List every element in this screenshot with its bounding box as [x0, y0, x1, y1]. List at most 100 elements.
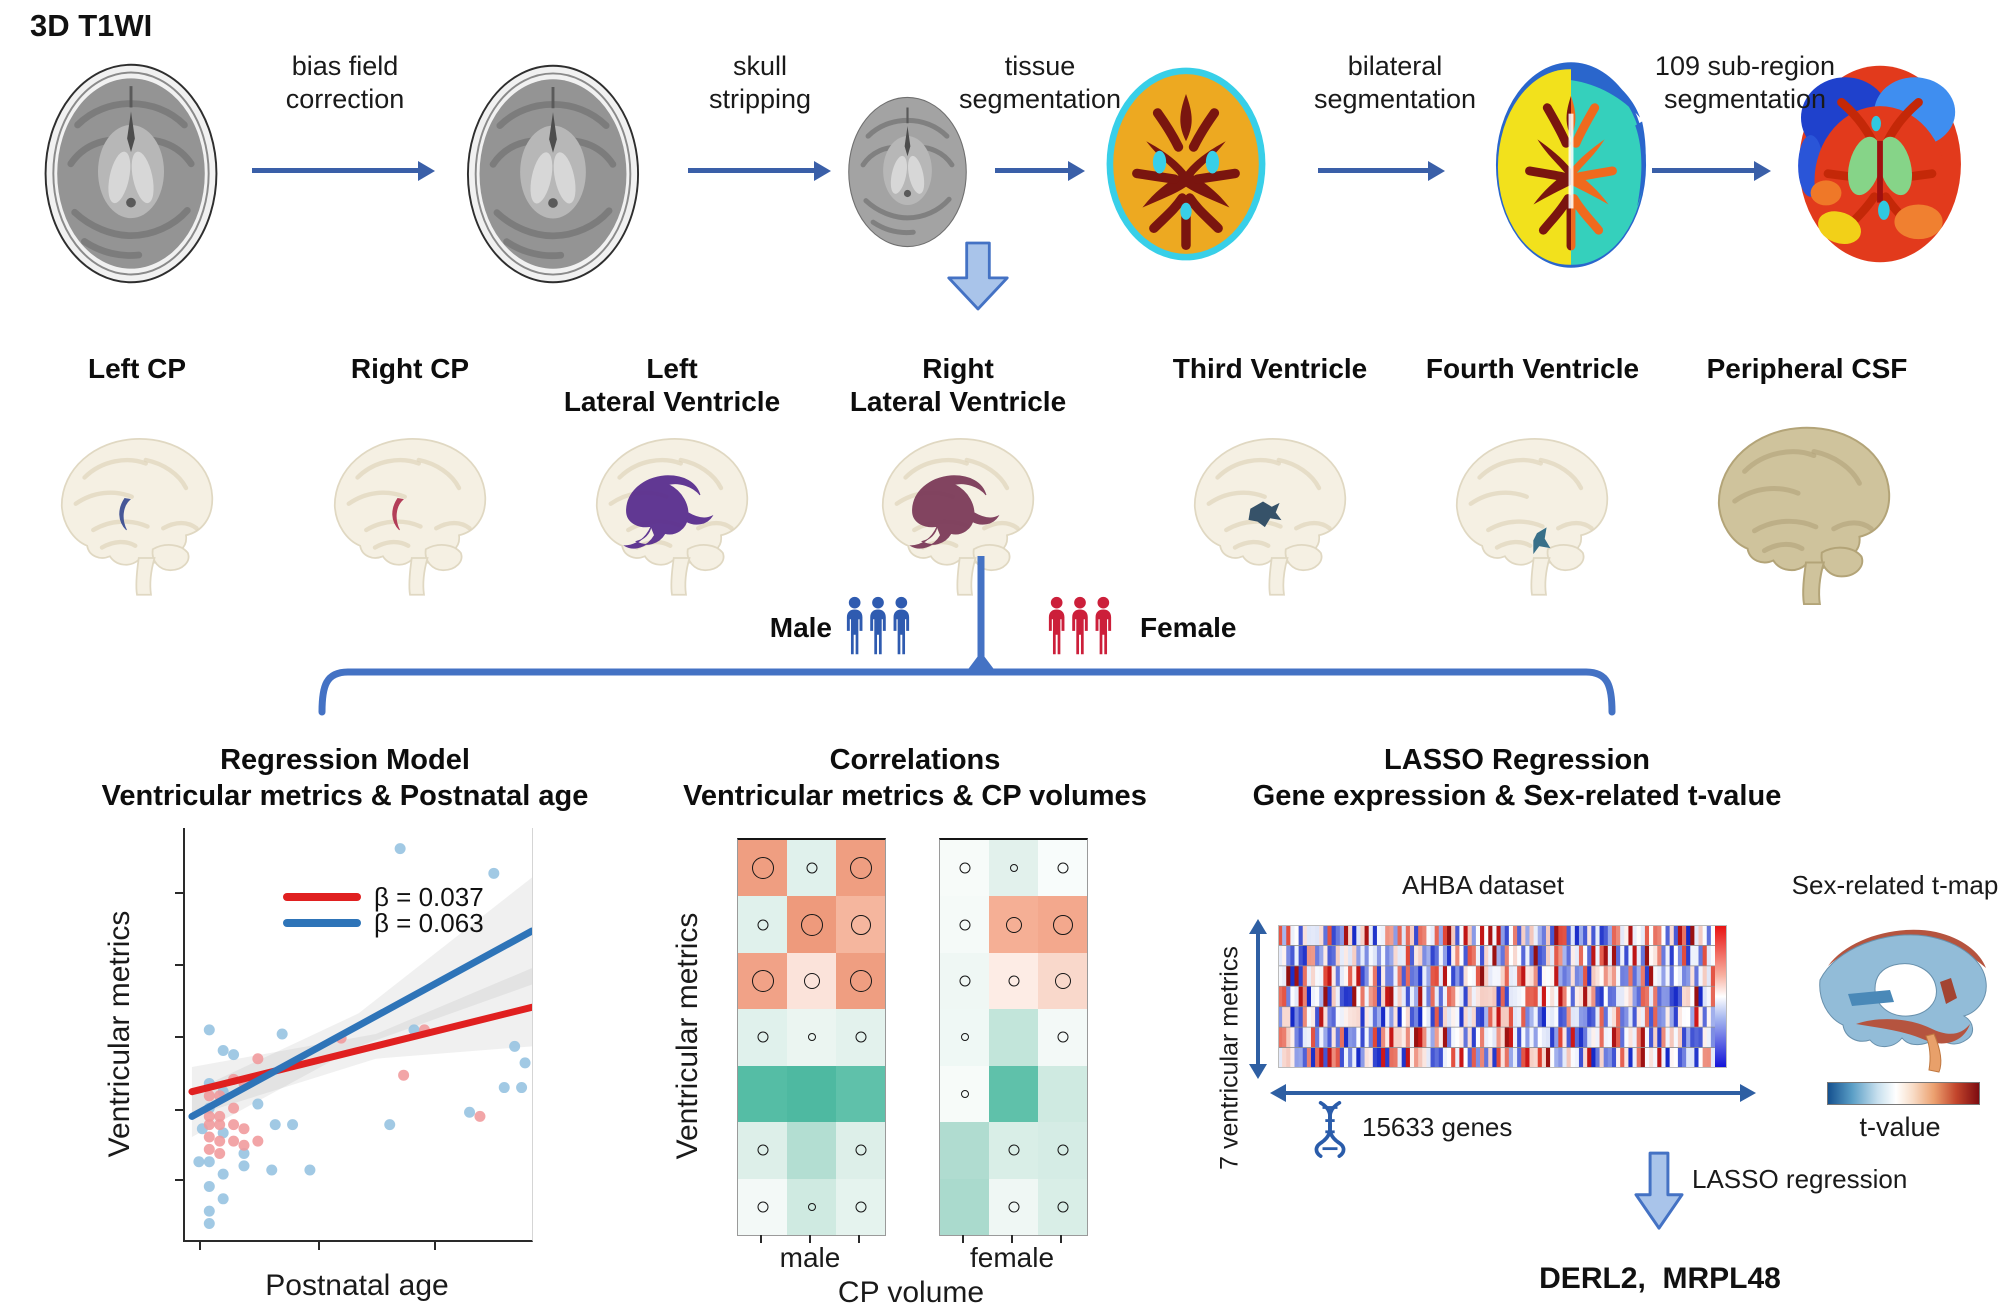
significance-ring — [959, 975, 970, 987]
significance-ring — [1052, 914, 1073, 935]
mri-skullstripped-image — [835, 86, 980, 258]
structure-label-right-cp: Right CP — [350, 353, 470, 384]
significance-ring — [807, 1202, 816, 1211]
step-label-skull-stripping: skull stripping — [708, 51, 812, 114]
heatmap-cell — [738, 952, 787, 1010]
scatter-point — [203, 1024, 215, 1036]
significance-ring — [1008, 975, 1019, 987]
mri-axial-image-2 — [438, 58, 668, 290]
scatter-point — [304, 1164, 316, 1176]
significance-ring — [855, 1201, 866, 1213]
significance-ring — [960, 1033, 969, 1042]
scatter-plot-canvas — [188, 843, 536, 1230]
heatmap-cell — [787, 1065, 836, 1123]
significance-ring — [1057, 1144, 1068, 1156]
regression-panel-title: Regression Model — [220, 744, 470, 776]
result-genes-label: DERL2, MRPL48 — [1539, 1262, 1781, 1295]
heatmap-cell — [836, 1178, 885, 1235]
scatter-point — [214, 1110, 226, 1122]
heatmap-cell — [787, 1122, 836, 1179]
scatter-point — [203, 1218, 215, 1230]
ahba-expression-heatmap — [1278, 925, 1727, 1068]
significance-ring — [960, 1089, 969, 1098]
dna-icon — [1314, 1100, 1346, 1158]
y-axis-tick — [175, 1179, 184, 1181]
tmap-heading: Sex-related t-map — [1791, 870, 1999, 900]
scatter-point — [398, 1069, 410, 1081]
scatter-point — [474, 1110, 486, 1122]
heatmap-cell — [787, 1009, 836, 1066]
scatter-point — [516, 1082, 528, 1094]
ahba-rows-label: 7 ventricular metrics — [1215, 946, 1244, 1170]
scatter-point — [203, 1156, 215, 1168]
y-axis-tick — [175, 1036, 184, 1038]
scatter-point — [228, 1049, 240, 1061]
legend-row-female: β = 0.037 — [283, 881, 484, 912]
scatter-point — [509, 1040, 521, 1052]
structure-label-left-cp: Left CP — [88, 353, 186, 384]
group-label-male: male — [779, 1242, 841, 1273]
heatmap-cell — [1038, 952, 1087, 1010]
brain-render-left-cp — [27, 425, 247, 600]
scatter-point — [203, 1180, 215, 1192]
significance-ring — [757, 919, 768, 931]
mri-axial-image-1 — [15, 57, 247, 290]
heatmap-cell — [1038, 896, 1087, 953]
scatter-point — [394, 843, 406, 855]
scatter-point — [203, 1110, 215, 1122]
brain-render-left-lateral-ventricle — [562, 425, 782, 600]
heatmap-cell — [738, 1122, 787, 1179]
heatmap-cell — [1038, 840, 1087, 897]
significance-ring — [849, 970, 872, 993]
lasso-down-arrow-icon — [1633, 1150, 1685, 1237]
scatter-point — [193, 1156, 205, 1168]
heatmap-cell — [989, 1122, 1038, 1179]
page-title: 3D T1WI — [30, 8, 153, 43]
heatmap-tick — [858, 1235, 860, 1243]
legend-line-swatch — [283, 893, 361, 901]
significance-ring — [751, 857, 774, 880]
metrics-double-arrow-icon — [1256, 932, 1260, 1066]
structure-label-fourth-ventricle: Fourth Ventricle — [1425, 353, 1640, 384]
significance-ring — [849, 857, 872, 880]
y-axis-tick — [175, 964, 184, 966]
brain-render-third-ventricle — [1160, 425, 1380, 600]
step-label-bias-field: bias field correction — [285, 51, 405, 114]
heatmap-cell — [738, 840, 787, 897]
group-label-female: female — [969, 1242, 1055, 1273]
heatmap-cell — [836, 1065, 885, 1123]
significance-ring — [1008, 1201, 1019, 1213]
heatmap-cell — [989, 840, 1038, 897]
scatter-point — [238, 1147, 250, 1159]
brain-render-right-lateral-ventricle — [848, 425, 1068, 600]
tissue-segmentation-image — [1090, 60, 1282, 268]
scatter-plot — [175, 828, 536, 1250]
scatter-point — [238, 1123, 250, 1135]
significance-ring — [1009, 864, 1018, 873]
genes-double-arrow-icon — [1284, 1091, 1742, 1095]
scatter-point — [203, 1205, 215, 1217]
significance-ring — [757, 1201, 768, 1213]
heatmap-cell — [738, 1009, 787, 1066]
heatmap-cell — [836, 952, 885, 1010]
structure-label-peripheral-csf: Peripheral CSF — [1706, 353, 1908, 384]
bilateral-segmentation-image — [1492, 56, 1650, 274]
tvalue-label: t-value — [1859, 1112, 1941, 1142]
legend-beta-female: β = 0.037 — [374, 881, 484, 912]
heatmap-cell — [738, 1065, 787, 1123]
heatmap-cell — [1038, 1178, 1087, 1235]
heatmap-cell — [836, 1122, 885, 1179]
pipeline-arrow-icon — [995, 168, 1070, 173]
heatmap-cell — [940, 1178, 989, 1235]
heatmap-cell — [940, 952, 989, 1010]
scatter-point — [217, 1193, 229, 1205]
scatter-point — [214, 1147, 226, 1159]
scatter-point — [228, 1119, 240, 1131]
significance-ring — [800, 913, 823, 936]
pipeline-arrow-icon — [1652, 168, 1756, 173]
scatter-y-axis-label: Ventricular metrics — [103, 910, 136, 1158]
significance-ring — [1057, 862, 1068, 874]
significance-ring — [959, 919, 970, 931]
scatter-point — [203, 1090, 215, 1102]
